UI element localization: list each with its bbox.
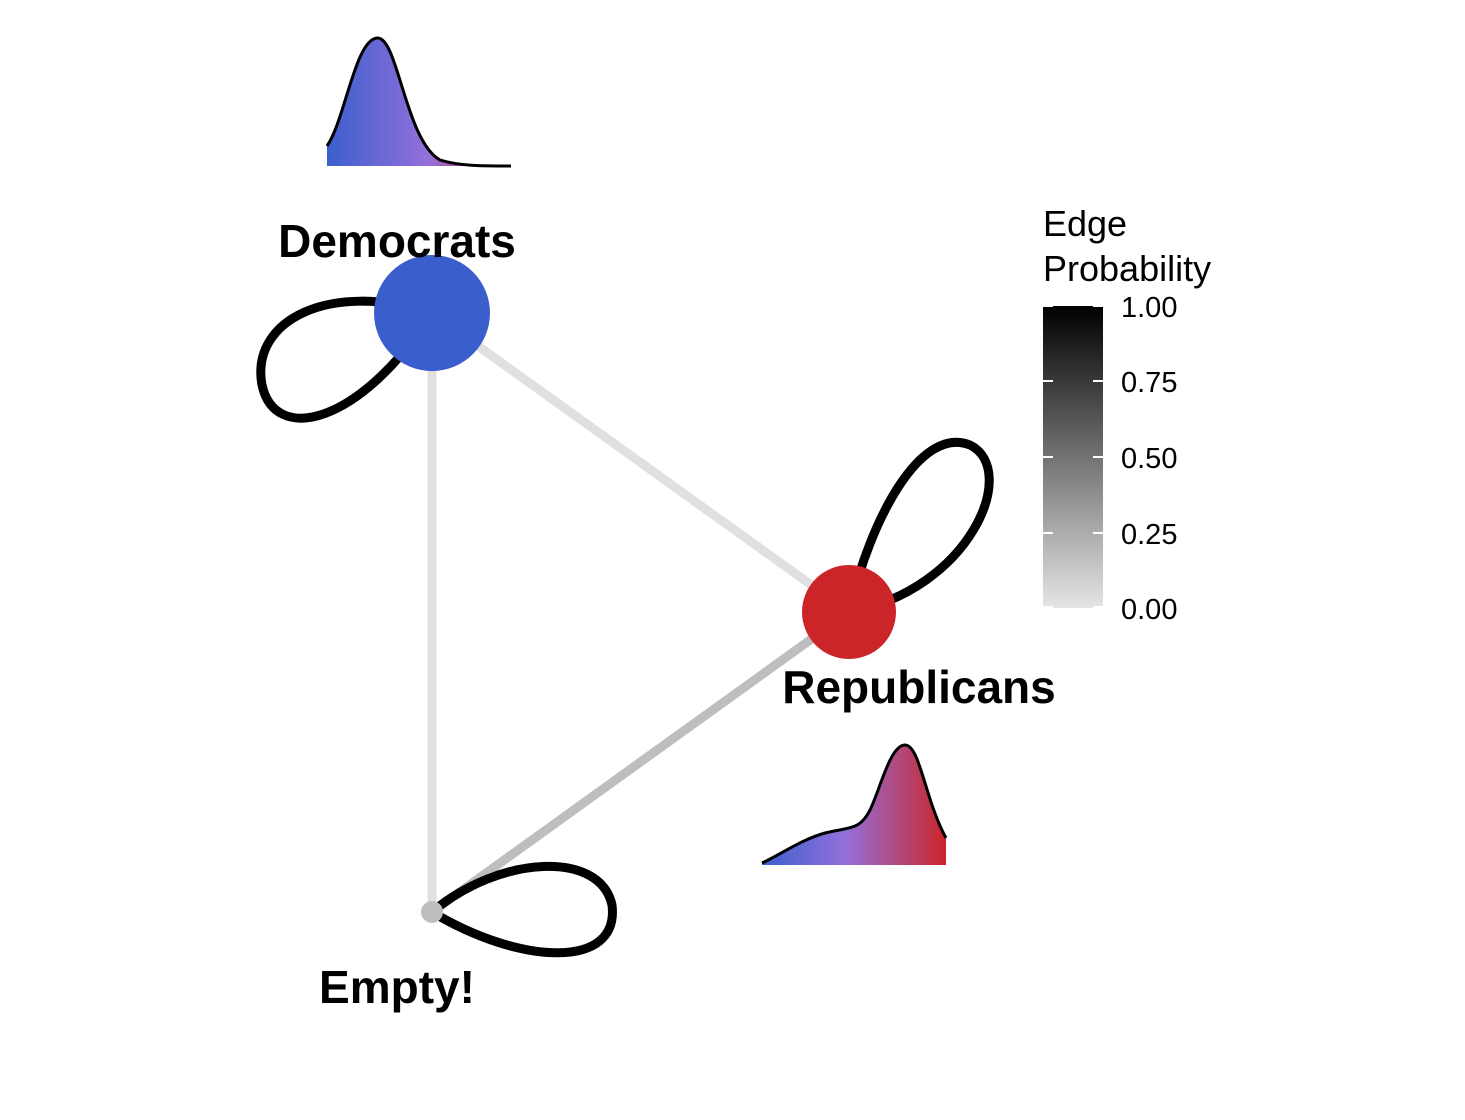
legend-tick-label: 0.50	[1121, 443, 1177, 475]
legend-tick-label: 1.00	[1121, 292, 1177, 324]
label-democrats: Democrats	[278, 215, 516, 267]
self-loop-republicans	[844, 438, 994, 617]
self-loop-empty	[427, 862, 617, 958]
edge-dem-rep	[429, 309, 852, 616]
distribution-republicans	[761, 743, 948, 865]
edge-rep-empty	[429, 608, 852, 916]
node-democrats	[374, 255, 490, 371]
distribution-democrats	[325, 36, 512, 168]
label-empty: Empty!	[319, 961, 475, 1013]
legend-tick-label: 0.75	[1121, 367, 1177, 399]
node-empty	[421, 901, 443, 923]
legend-tick-label: 0.00	[1121, 594, 1177, 626]
label-republicans: Republicans	[782, 661, 1056, 713]
self-loop-democrats	[256, 296, 437, 423]
legend-tick-label: 0.25	[1121, 519, 1177, 551]
legend: Edge Probability 1.00 0.75 0.50 0.25 0.0…	[1043, 203, 1211, 626]
legend-title-line2: Probability	[1043, 248, 1211, 289]
node-republicans	[802, 565, 896, 659]
legend-title-line1: Edge	[1043, 203, 1127, 244]
